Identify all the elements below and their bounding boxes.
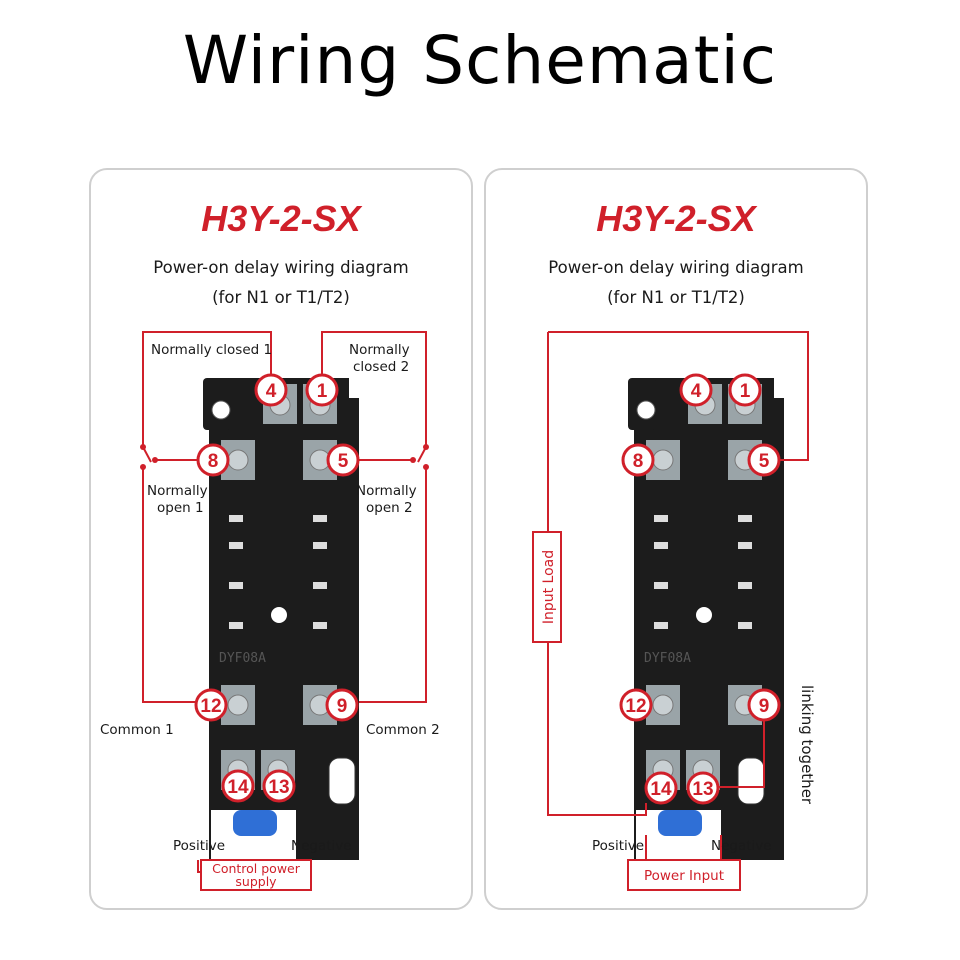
terminal-12: 12	[619, 688, 653, 722]
label-common-2: Common 2	[366, 722, 440, 738]
svg-text:14: 14	[650, 779, 672, 800]
diagram-subtitle-note: (for N1 or T1/T2)	[607, 288, 745, 307]
label-positive: Positive	[592, 838, 644, 854]
svg-text:12: 12	[625, 696, 646, 717]
base-marking: DYF08A	[219, 651, 266, 666]
svg-text:9: 9	[759, 696, 770, 717]
svg-text:5: 5	[338, 451, 349, 472]
svg-text:4: 4	[266, 381, 277, 402]
terminal-8: 8	[196, 443, 230, 477]
model-title: H3Y-2-SX	[201, 198, 361, 239]
wiring-diagram: DYF08A Input Load 4 1 8 5 12 9	[532, 331, 816, 891]
label-normally-closed-2-line2: closed 2	[353, 359, 409, 375]
terminal-4: 4	[679, 373, 713, 407]
terminal-8: 8	[621, 443, 655, 477]
panel-control-supply-wiring: H3Y-2-SX Power-on delay wiring diagram (…	[89, 168, 473, 910]
svg-text:supply: supply	[235, 874, 277, 889]
terminal-5: 5	[747, 443, 781, 477]
panel-power-input-wiring: H3Y-2-SX Power-on delay wiring diagram (…	[484, 168, 868, 910]
terminal-1: 1	[305, 373, 339, 407]
wiring-diagram: DYF08A	[100, 331, 440, 891]
terminal-9: 9	[325, 688, 359, 722]
terminal-13: 13	[686, 771, 720, 805]
diagram-subtitle: Power-on delay wiring diagram	[153, 258, 409, 277]
svg-text:Control power: Control power	[212, 861, 301, 876]
terminal-14: 14	[221, 769, 255, 803]
svg-text:9: 9	[337, 696, 348, 717]
terminal-12: 12	[194, 688, 228, 722]
svg-text:5: 5	[759, 451, 770, 472]
relay-socket-base: DYF08A	[203, 378, 359, 860]
svg-text:13: 13	[692, 779, 713, 800]
svg-text:1: 1	[740, 381, 751, 402]
label-linking-together: linking together	[798, 685, 816, 805]
terminal-14: 14	[644, 771, 678, 805]
svg-text:8: 8	[208, 451, 219, 472]
label-normally-open-1-line2: open 1	[157, 500, 204, 516]
terminal-1: 1	[728, 373, 762, 407]
label-positive: Positive	[173, 838, 225, 854]
diagram-subtitle: Power-on delay wiring diagram	[548, 258, 804, 277]
svg-text:13: 13	[268, 777, 289, 798]
label-negative: Negative	[711, 838, 772, 854]
label-normally-open-2: Normally	[356, 483, 417, 499]
model-title: H3Y-2-SX	[596, 198, 756, 239]
svg-text:14: 14	[227, 777, 249, 798]
terminal-4: 4	[254, 373, 288, 407]
svg-text:1: 1	[317, 381, 328, 402]
svg-text:Power Input: Power Input	[644, 868, 724, 884]
diagram-subtitle-note: (for N1 or T1/T2)	[212, 288, 350, 307]
label-normally-open-1: Normally	[147, 483, 208, 499]
power-input-box: Power Input	[627, 859, 741, 891]
svg-text:4: 4	[691, 381, 702, 402]
svg-text:Input Load: Input Load	[541, 550, 557, 624]
terminal-5: 5	[326, 443, 360, 477]
svg-text:12: 12	[200, 696, 221, 717]
input-load-box: Input Load	[532, 531, 562, 643]
terminal-9: 9	[747, 688, 781, 722]
base-marking: DYF08A	[644, 651, 691, 666]
label-normally-closed-1: Normally closed 1	[151, 342, 272, 358]
blue-knob	[658, 810, 702, 836]
label-normally-closed-2: Normally	[349, 342, 410, 358]
label-common-1: Common 1	[100, 722, 174, 738]
control-power-supply-box: Control power supply	[200, 859, 312, 891]
switch-contacts	[140, 444, 429, 470]
svg-text:8: 8	[633, 451, 644, 472]
terminal-13: 13	[262, 769, 296, 803]
blue-knob	[233, 810, 277, 836]
page-title: Wiring Schematic	[182, 22, 778, 99]
label-negative: Negative	[291, 838, 352, 854]
label-normally-open-2-line2: open 2	[366, 500, 413, 516]
